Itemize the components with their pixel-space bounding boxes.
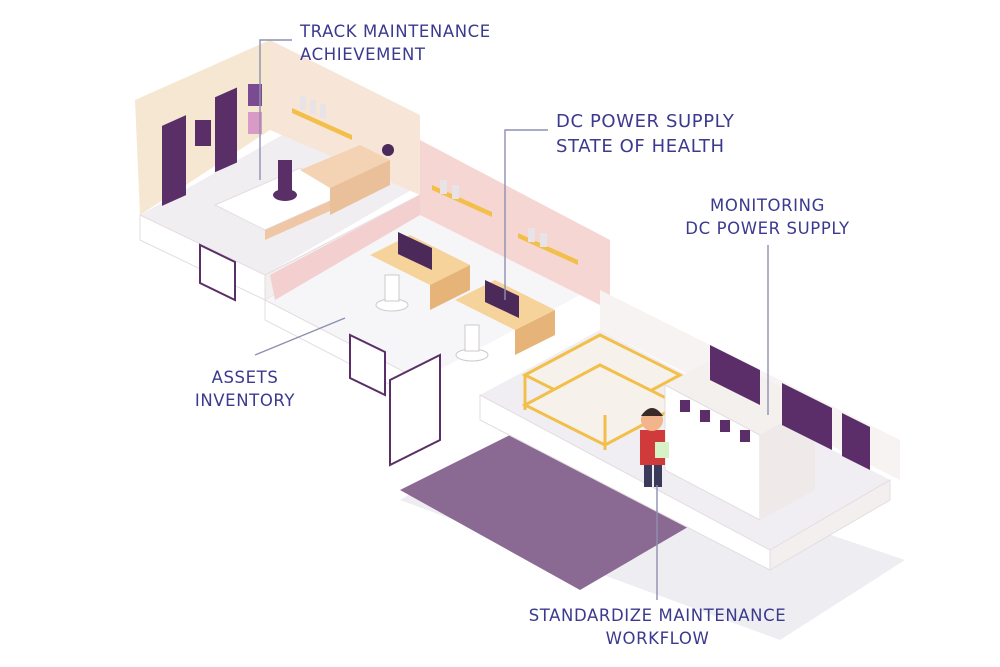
label-line: WORKFLOW [605,629,710,648]
label-track-maintenance: TRACK MAINTENANCE ACHIEVEMENT [300,20,491,66]
label-dc-power-health: DC POWER SUPPLY STATE OF HEALTH [556,109,735,159]
label-line: INVENTORY [194,391,296,410]
label-line: DC POWER SUPPLY [685,219,850,238]
workstation-room [264,140,610,401]
label-assets-inventory: ASSETS INVENTORY [185,366,305,412]
label-line: ASSETS [211,368,279,387]
label-line: ACHIEVEMENT [300,45,426,64]
leader-track-maintenance [259,39,292,180]
label-line: STANDARDIZE MAINTENANCE [528,606,787,625]
server-room [389,290,900,590]
label-line: STATE OF HEALTH [556,136,725,157]
leader-lines [254,39,769,600]
label-line: TRACK MAINTENANCE [300,22,491,41]
leader-assets [254,317,346,356]
label-monitoring-dc: MONITORING DC POWER SUPPLY [670,194,865,240]
label-line: MONITORING [710,196,825,215]
leader-dc-health [504,129,548,300]
label-standardize-workflow: STANDARDIZE MAINTENANCE WORKFLOW [520,604,795,650]
label-line: DC POWER SUPPLY [556,111,735,132]
